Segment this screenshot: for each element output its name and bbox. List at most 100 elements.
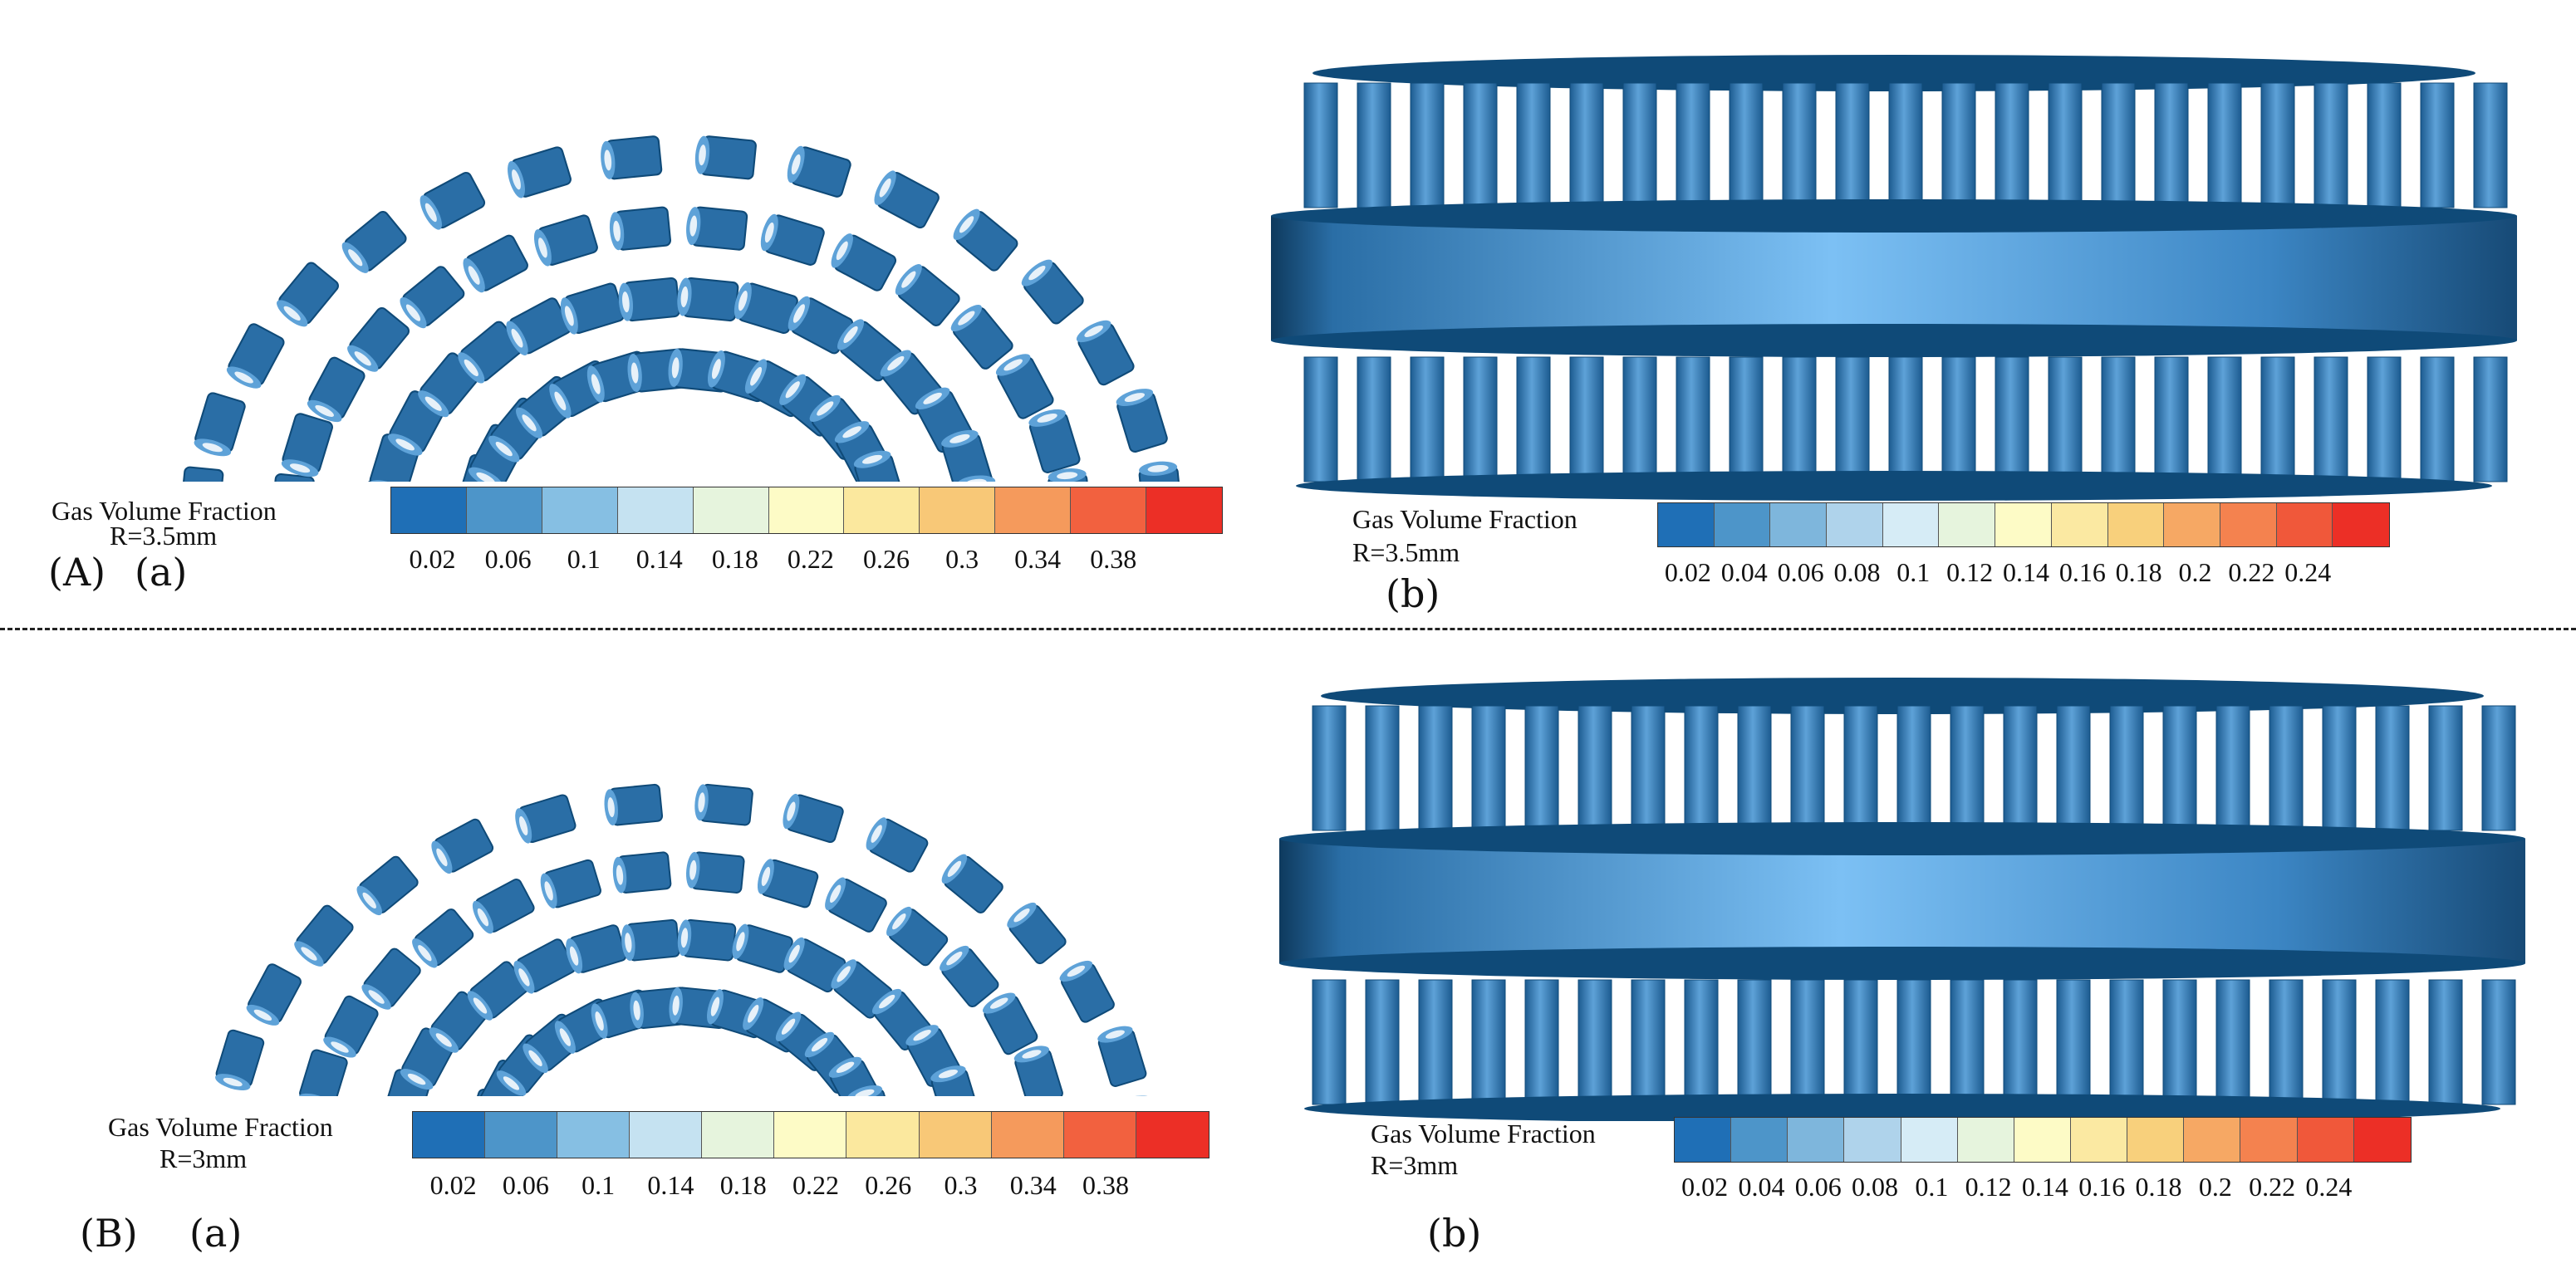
colorbar-tick-label: 0.02 <box>429 1170 477 1200</box>
pipe-segment <box>307 356 366 423</box>
colorbar-tick-label: 0.2 <box>2178 557 2212 587</box>
colorbar-tick-label: 0.06 <box>1794 1172 1842 1202</box>
colorbar-swatch <box>702 1112 775 1158</box>
column <box>1622 82 1657 208</box>
colorbar-tick-label: 0.2 <box>2198 1172 2232 1202</box>
colorbar-tick-label: 0.16 <box>2058 557 2106 587</box>
ring-band <box>1271 216 2517 340</box>
pipe-segment <box>930 1065 980 1096</box>
colorbar-swatch <box>2127 1118 2185 1162</box>
column <box>1569 356 1604 482</box>
column <box>1684 979 1719 1105</box>
colorbar-tick-label: 0.1 <box>1896 557 1931 587</box>
row-b-left-pipes-render <box>215 783 1156 1096</box>
pipe-segment <box>694 135 757 180</box>
pipe-segment <box>609 206 672 251</box>
column <box>1577 705 1612 831</box>
column <box>1995 356 2029 482</box>
column <box>1418 705 1453 831</box>
column <box>2207 356 2242 482</box>
colorbar-tick-label: 0.18 <box>711 544 758 574</box>
radius-label-b-left: R=3mm <box>159 1143 248 1173</box>
colorbar-b-left <box>412 1111 1209 1158</box>
column <box>1950 705 1985 831</box>
pipe-segment <box>604 783 664 826</box>
column <box>1418 979 1453 1105</box>
pipe-segment <box>853 450 905 482</box>
pipe-segment <box>732 923 793 973</box>
pipe-segment <box>420 171 486 230</box>
colorbar-tick-label: 0.18 <box>2115 557 2162 587</box>
column <box>1463 82 1498 208</box>
legend-title-b-left: Gas Volume Fraction <box>108 1112 333 1142</box>
colorbar-tick-label: 0.06 <box>502 1170 549 1200</box>
colorbar-swatch <box>919 1112 992 1158</box>
colorbar-swatch <box>2070 1118 2128 1162</box>
column <box>1782 82 1817 208</box>
ring-bottom-edge <box>1271 324 2517 357</box>
colorbar-tick-label: 0.06 <box>1777 557 1824 587</box>
column <box>1303 356 1338 482</box>
column <box>1357 356 1391 482</box>
colorbar-swatch <box>846 1112 920 1158</box>
pipe-segment <box>179 466 224 482</box>
pipe-segment <box>956 475 1001 482</box>
bottom-plate <box>1296 471 2492 501</box>
column <box>2269 705 2304 831</box>
column <box>2420 356 2455 482</box>
legend-title-b-right: Gas Volume Fraction <box>1371 1119 1596 1148</box>
colorbar-a-left <box>390 487 1223 534</box>
colorbar-swatch <box>617 487 694 533</box>
colorbar-tick-label: 0.38 <box>1090 544 1137 574</box>
colorbar-b-right <box>1674 1117 2412 1163</box>
pipe-segment <box>940 945 999 1008</box>
colorbar-swatch <box>1957 1118 2014 1162</box>
column <box>2056 979 2091 1105</box>
colorbar-tick-label: 0.34 <box>1009 1170 1057 1200</box>
colorbar-swatch <box>542 487 618 533</box>
colorbar-swatch <box>774 1112 847 1158</box>
pipe-segment <box>831 233 897 291</box>
column <box>1577 979 1612 1105</box>
column <box>1737 979 1772 1105</box>
colorbar-swatch <box>2276 503 2333 546</box>
column <box>1790 979 1825 1105</box>
column <box>1463 356 1498 482</box>
pipe-segment <box>215 1029 265 1091</box>
pipe-segment <box>677 277 739 322</box>
pipe-segment <box>1119 1095 1156 1096</box>
column <box>1684 705 1719 831</box>
pipe-segment <box>226 323 285 389</box>
pipe-segment <box>1021 259 1084 325</box>
colorbar-swatch <box>768 487 845 533</box>
column <box>2048 356 2083 482</box>
row-a-right-ring-render <box>1271 55 2517 501</box>
colorbar-tick-label: 0.04 <box>1738 1172 1785 1202</box>
row-a-left-label: (a) <box>135 550 188 595</box>
column <box>2215 979 2250 1105</box>
colorbar-swatch <box>391 487 467 533</box>
column <box>2215 705 2250 831</box>
pipe-segment <box>356 855 419 916</box>
pipe-segment <box>895 263 960 326</box>
radius-label-a-right: R=3.5mm <box>1352 537 1460 567</box>
colorbar-tick-label: 0.22 <box>787 544 834 574</box>
column <box>1843 979 1878 1105</box>
pipe-segment <box>508 146 572 198</box>
pipe-segment <box>515 794 577 844</box>
pipe-segment <box>950 305 1013 370</box>
pipe-segment <box>323 995 379 1058</box>
colorbar-tick-label: 0.18 <box>2135 1172 2182 1202</box>
colorbar-tick-label: 0.18 <box>719 1170 767 1200</box>
colorbar-tick-label: 0.3 <box>944 1170 978 1200</box>
column <box>1790 705 1825 831</box>
pipe-segment <box>463 234 528 293</box>
column <box>2428 705 2463 831</box>
colorbar-swatch <box>1901 1118 1958 1162</box>
colorbar-tick-label: 0.14 <box>2002 557 2049 587</box>
column <box>1516 82 1551 208</box>
colorbar-a-right <box>1657 502 2390 547</box>
column <box>2313 356 2348 482</box>
pipe-segment <box>540 859 601 909</box>
